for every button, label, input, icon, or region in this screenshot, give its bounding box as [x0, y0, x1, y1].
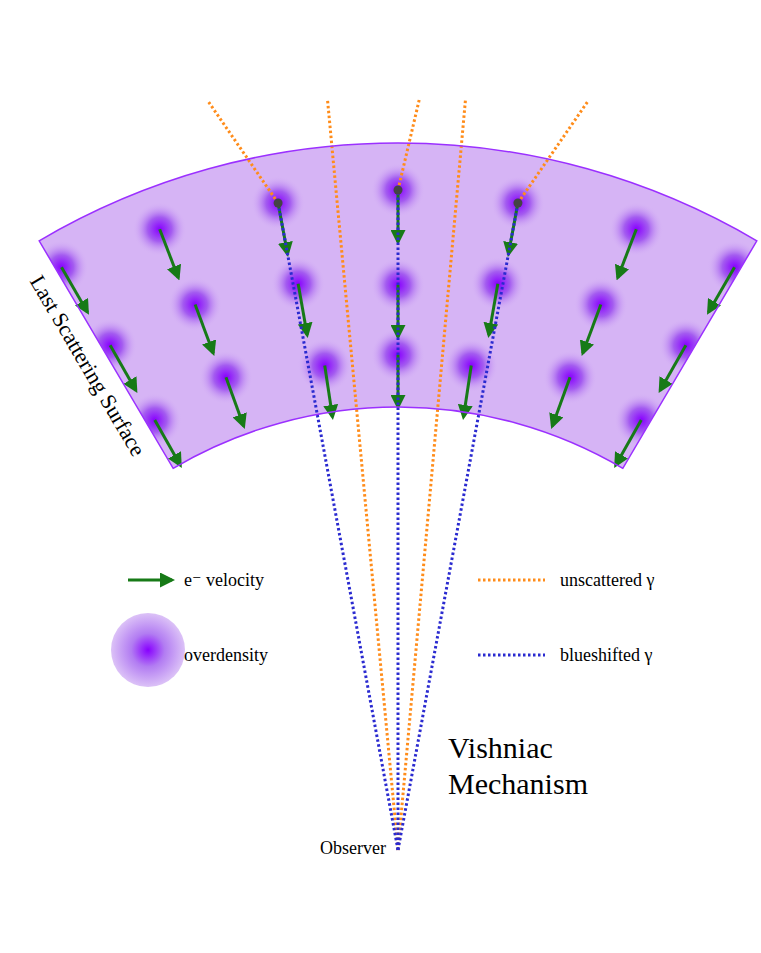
velocity-arrow	[618, 229, 637, 278]
legend-orange-sample	[478, 579, 545, 582]
blueshifted-ray	[278, 203, 398, 850]
overdensity-blob	[491, 176, 545, 230]
legend-text: blueshifted γ	[560, 645, 652, 666]
diagram-title: Vishniac Mechanism	[448, 730, 623, 802]
blueshifted-ray	[397, 190, 400, 850]
legend-text: e⁻ velocity	[184, 570, 264, 591]
legend-arrow-sample	[128, 579, 172, 582]
velocity-arrow	[583, 305, 601, 354]
velocity-arrow	[195, 305, 213, 354]
legend-blob-sample	[111, 613, 185, 687]
legend-text: overdensity	[184, 645, 268, 666]
velocity-arrow	[325, 366, 333, 417]
overdensity-blob	[133, 202, 187, 256]
unscattered-ray	[518, 100, 589, 203]
legend-text: unscattered γ	[560, 570, 654, 591]
unscattered-ray	[398, 100, 419, 190]
unscattered-ray	[328, 100, 398, 850]
velocity-arrow	[463, 366, 471, 417]
velocity-arrow	[552, 377, 570, 426]
scatter-point	[394, 186, 403, 195]
velocity-arrow	[226, 377, 244, 426]
velocity-arrow	[298, 284, 307, 335]
scatter-point	[274, 199, 283, 208]
velocity-arrow	[709, 267, 735, 312]
velocity-arrow	[489, 284, 498, 335]
band-heading: Last Scattering Surface	[25, 271, 151, 461]
band-border	[39, 143, 757, 468]
last-scattering-band: Last Scattering Surface	[28, 138, 760, 483]
observer-label: Observer	[320, 838, 386, 859]
scatter-point	[513, 199, 522, 208]
overdensity-blob	[251, 176, 305, 230]
unscattered-ray	[207, 100, 278, 203]
scatter-dots	[274, 186, 523, 208]
velocity-arrow	[160, 229, 179, 278]
overdensity-blob	[609, 202, 663, 256]
legend-blue-sample	[478, 654, 545, 657]
